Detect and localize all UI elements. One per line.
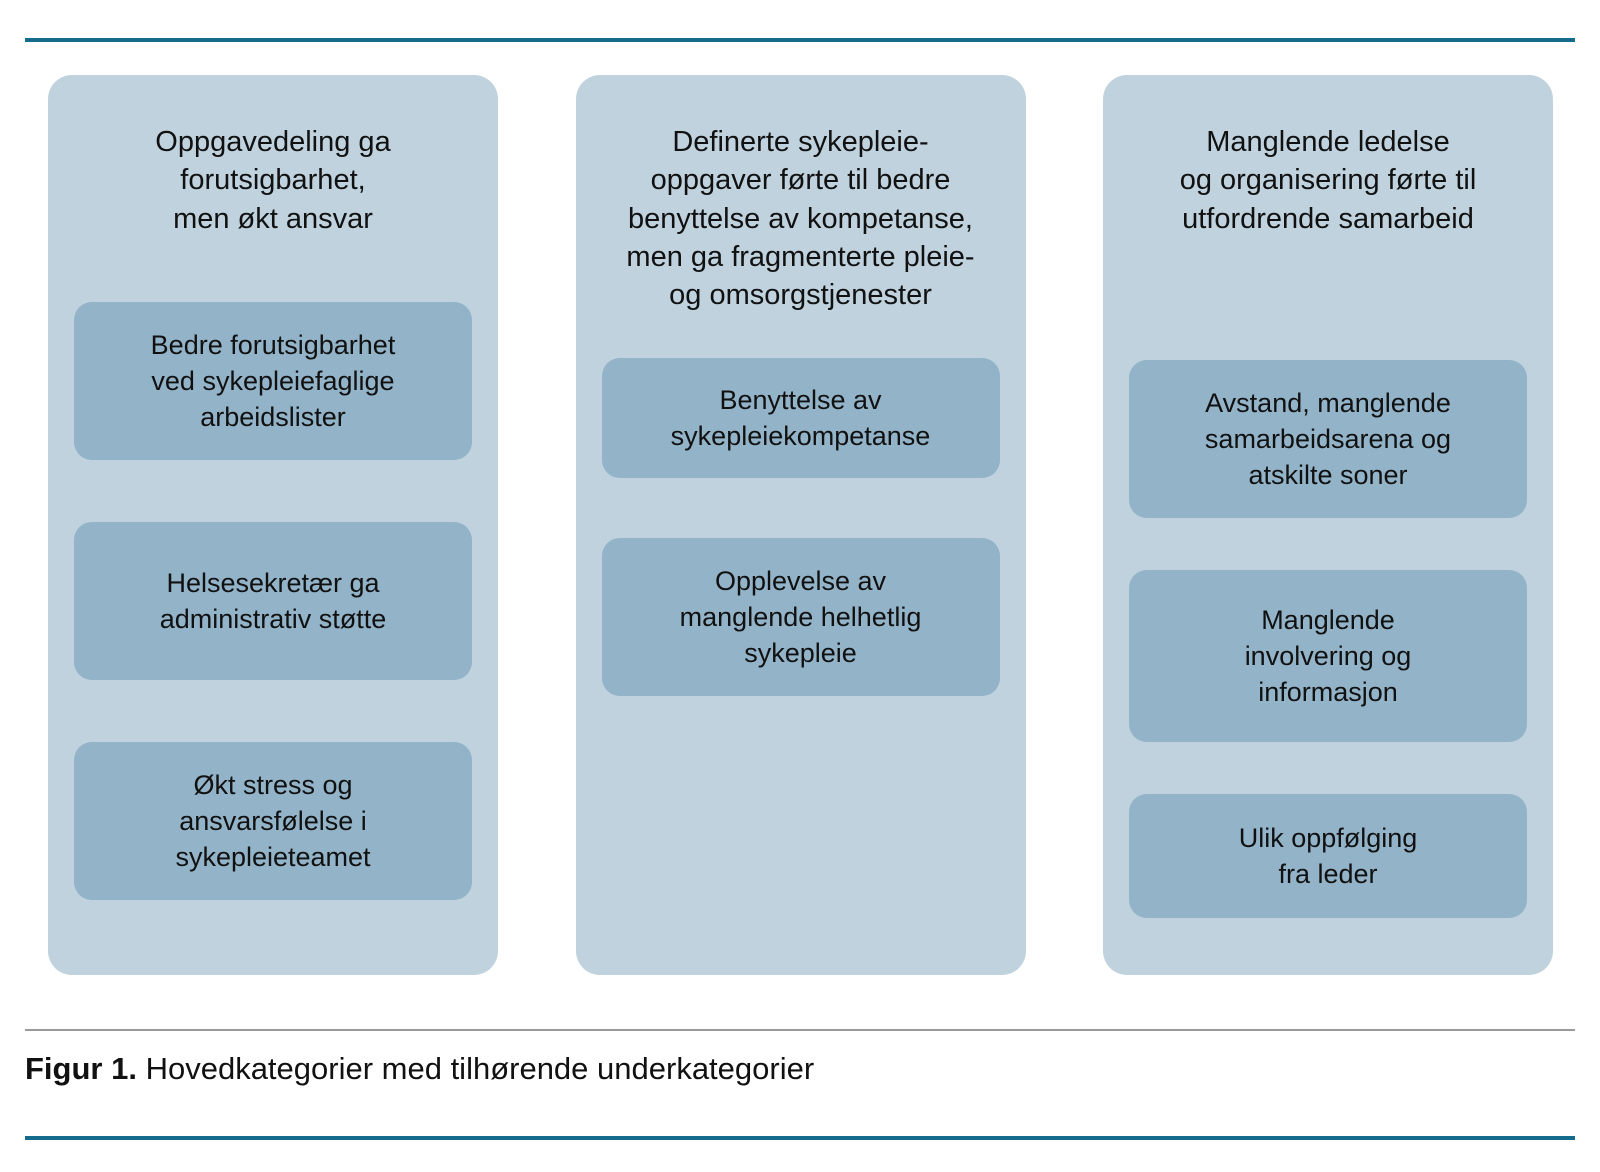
subcategory-box: Økt stress og ansvarsfølelse i sykepleie…: [74, 741, 472, 900]
figure-caption-label: Figur 1.: [25, 1051, 137, 1086]
category-title-1: Oppgavedeling ga forutsigbarhet, men økt…: [155, 126, 391, 235]
subcategory-box: Helsesekretær ga administrativ støtte: [74, 521, 472, 680]
subcategory-box: Opplevelse av manglende helhetlig sykepl…: [601, 538, 1000, 697]
figure-caption-text: Hovedkategorier med tilhørende underkate…: [145, 1051, 815, 1086]
top-rule: [25, 38, 1575, 42]
category-column-3: Manglende ledelse og organisering førte …: [1103, 75, 1553, 975]
figure-caption: Figur 1. Hovedkategorier med tilhørende …: [25, 1050, 1575, 1089]
subcategory-list-3: Avstand, manglende samarbeidsarena og at…: [1129, 359, 1527, 918]
caption-divider: [25, 1029, 1575, 1031]
subcategory-list-2: Benyttelse av sykepleiekompetanse Opplev…: [601, 358, 1000, 697]
bottom-rule: [25, 1136, 1575, 1140]
subcategory-box: Benyttelse av sykepleiekompetanse: [601, 358, 1000, 479]
subcategory-box: Bedre forutsigbarhet ved sykepleiefaglig…: [74, 301, 472, 460]
category-column-1: Oppgavedeling ga forutsigbarhet, men økt…: [48, 75, 498, 975]
subcategory-list-1: Bedre forutsigbarhet ved sykepleiefaglig…: [74, 301, 472, 900]
category-title-2: Definerte sykepleie- oppgaver førte til …: [626, 126, 975, 312]
category-title-3: Manglende ledelse og organisering førte …: [1179, 126, 1477, 235]
subcategory-box: Ulik oppfølging fra leder: [1129, 793, 1527, 918]
category-columns: Oppgavedeling ga forutsigbarhet, men økt…: [48, 75, 1553, 975]
category-column-2: Definerte sykepleie- oppgaver førte til …: [575, 75, 1026, 975]
subcategory-box: Avstand, manglende samarbeidsarena og at…: [1129, 359, 1527, 518]
subcategory-box: Manglende involvering og informasjon: [1129, 569, 1527, 742]
